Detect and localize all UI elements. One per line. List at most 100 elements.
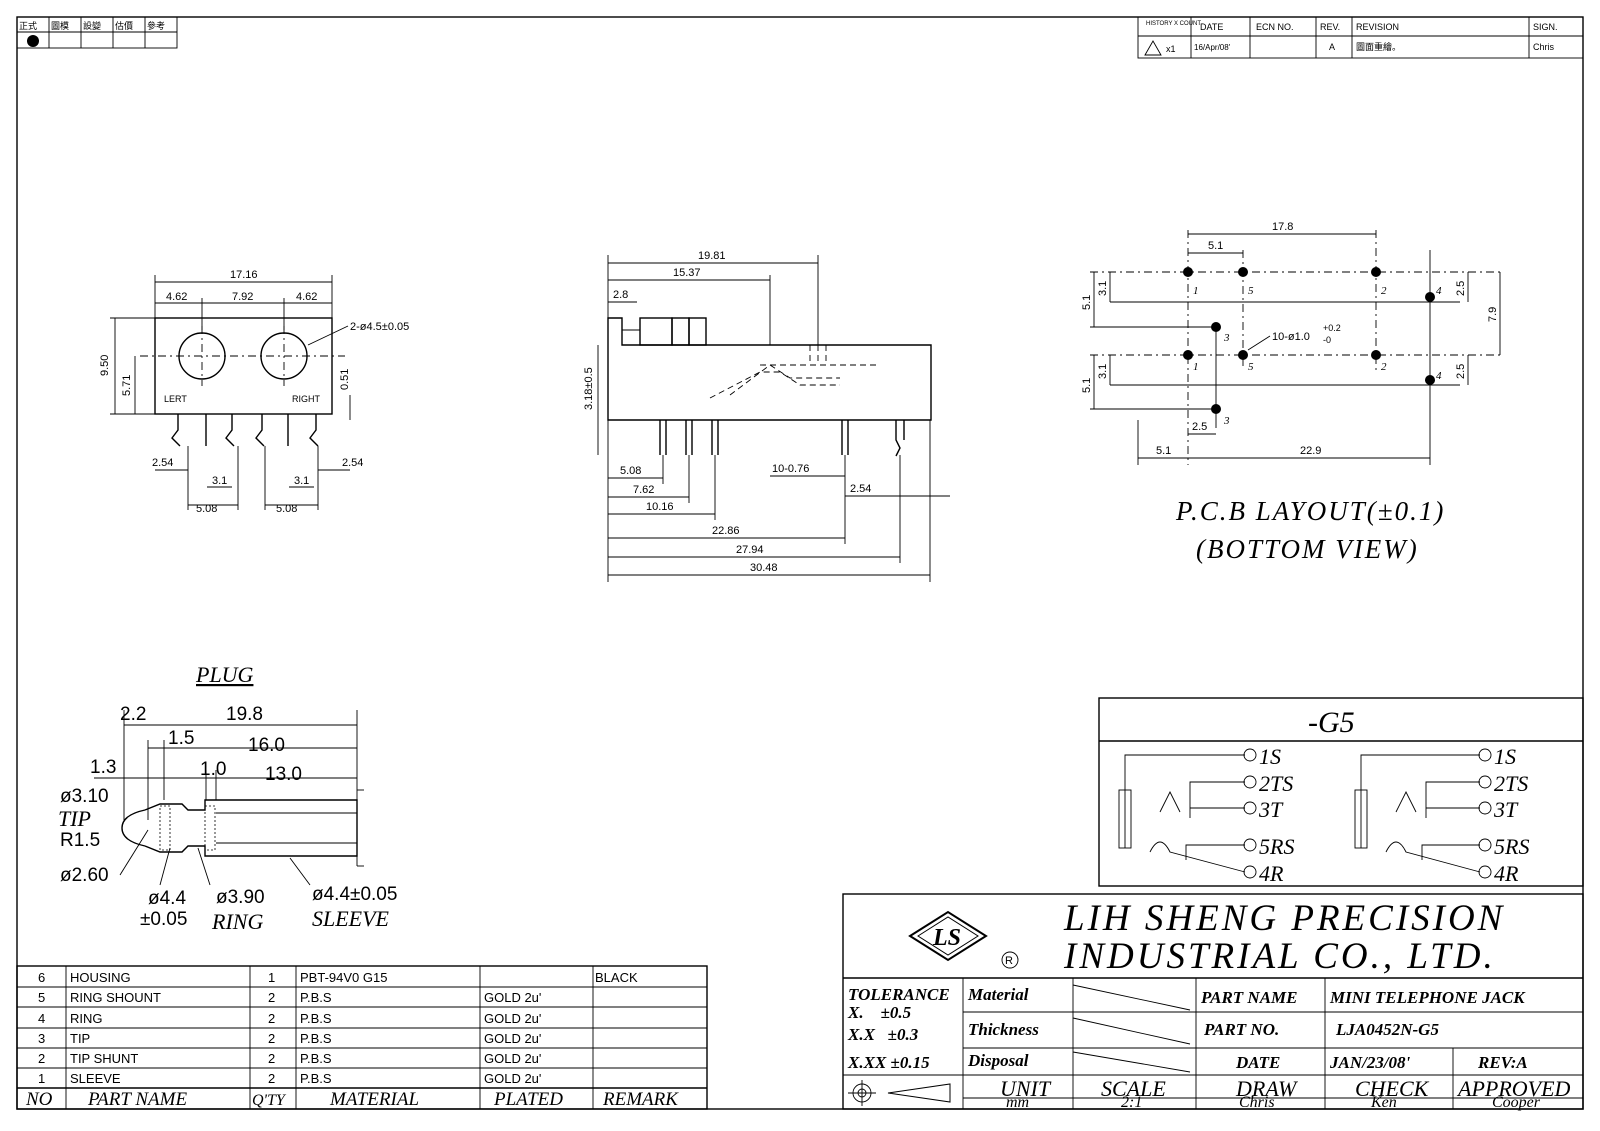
sheet-border [16,16,1584,1110]
dim-text: 30.48 [750,562,778,574]
pcb-hole [1425,375,1435,385]
schematic-pin: 4R [1259,861,1284,886]
label-left: LERT [164,394,187,404]
rev-header-date: DATE [1200,22,1223,32]
bom-cell: RING [70,1011,103,1026]
rev-header-rev: REV. [1320,22,1340,32]
pcb-hole [1211,322,1221,332]
pcb-layout-subtitle: (BOTTOM VIEW) [1196,534,1419,564]
schematic-pin: 5RS [1259,834,1294,859]
label-tip: TIP [58,806,91,831]
label-sleeve: SLEEVE [312,906,390,931]
bom-table: 6 HOUSING 1 PBT-94V0 G15 BLACK 5 RING SH… [16,965,708,1110]
part-name-value: MINI TELEPHONE JACK [1329,988,1526,1007]
bom-cell: PBT-94V0 G15 [300,970,387,985]
rev-sign: Chris [1533,42,1555,52]
thickness-label: Thickness [968,1020,1039,1039]
bom-cell: TIP [70,1031,90,1046]
dim-text: 2.5 [1455,281,1467,296]
schematic-left: 1S 2TS 3T 5RS 4R [1118,744,1294,886]
dim-text: 0.51 [339,369,351,390]
rev-count: x1 [1166,44,1176,54]
part-no-value: LJA0452N-G5 [1335,1020,1439,1039]
scale-value: 2:1 [1121,1094,1142,1111]
schematic-pin: 3T [1493,797,1519,822]
front-view: 17.16 4.62 7.92 4.62 2-ø4.5±0.05 LERT RI… [99,269,409,515]
dim-text: 5.1 [1208,240,1223,252]
bom-cell: RING SHOUNT [70,990,161,1005]
check-value: Ken [1370,1094,1397,1111]
pin-number: 5 [1248,361,1254,373]
schematic-g5: -G5 1S 2TS 3T 5RS 4R [1098,697,1584,887]
dim-text: 22.86 [712,525,740,537]
schematic-title: -G5 [1308,706,1355,739]
schematic-pin: 1S [1259,744,1281,769]
rev-description: 圖面重繪。 [1356,41,1401,52]
dim-text: 19.8 [226,704,263,725]
dim-text: ø3.90 [216,887,265,908]
label-ring: RING [211,909,263,934]
bom-cell: 1 [268,970,275,985]
housing-outline [154,317,333,415]
rev-header-history: HISTORY X COUNT [1146,21,1201,27]
bom-header: REMARK [602,1089,679,1110]
bom-cell: BLACK [595,970,638,985]
dim-text: 7.62 [633,484,654,496]
bom-header: PLATED [493,1089,563,1110]
pcb-hole [1371,350,1381,360]
status-label: 估價 [115,20,133,31]
pin-number: 2 [1381,361,1387,373]
pin-number: 2 [1381,285,1387,297]
bom-cell: 6 [38,970,45,985]
schematic-right: 1S 2TS 3T 5RS 4R [1354,744,1529,886]
status-label: 設變 [83,20,101,31]
top-left-status-box: 正式 圖模 設變 估價 參考 [16,16,178,49]
status-label: 正式 [19,20,37,31]
unit-value: mm [1006,1094,1029,1111]
dim-text: 4.62 [166,291,187,303]
date-value: JAN/23/08' [1329,1053,1411,1072]
pcb-hole [1425,292,1435,302]
company-name-line1: LIH SHENG PRECISION [1063,898,1505,939]
tol-dn: -0 [1323,335,1331,345]
pcb-hole [1238,267,1248,277]
revision-table: HISTORY X COUNT DATE ECN NO. REV. REVISI… [1137,16,1584,59]
bom-cell: 5 [38,990,45,1005]
dim-text: 3.1 [212,475,227,487]
dim-text: 16.0 [248,735,285,756]
bom-cell: 2 [268,1071,275,1086]
dim-text: 3.18±0.5 [583,367,595,410]
dim-text: 2.54 [850,483,871,495]
dim-text: 4.62 [296,291,317,303]
dim-text: 5.1 [1156,445,1171,457]
bom-header: PART NAME [87,1089,187,1110]
status-label: 圖模 [51,21,69,31]
check-label: CHECK [1355,1076,1430,1101]
dim-text: ø4.4 [148,888,186,909]
svg-text:R: R [1005,955,1013,967]
pcb-hole [1238,350,1248,360]
bom-cell: GOLD 2u' [484,990,541,1005]
dim-text: ø2.60 [60,865,109,886]
part-name-label: PART NAME [1200,988,1298,1007]
rev-date: 16/Apr/08' [1194,43,1231,52]
bom-cell: GOLD 2u' [484,1071,541,1086]
pcb-hole [1211,404,1221,414]
schematic-pin: 4R [1494,861,1519,886]
rev-header-sign: SIGN. [1533,22,1558,32]
rev-header-ecn: ECN NO. [1256,22,1294,32]
bom-cell: 2 [38,1051,45,1066]
dim-text: 17.8 [1272,221,1293,233]
dim-text: 1.3 [90,757,116,778]
dim-text: 3.1 [1097,364,1109,379]
bom-cell: SLEEVE [70,1071,121,1086]
schematic-pin: 5RS [1494,834,1529,859]
bom-cell: P.B.S [300,1011,332,1026]
dim-text: ø3.10 [60,786,109,807]
bom-cell: GOLD 2u' [484,1011,541,1026]
dim-text: 3.1 [294,475,309,487]
pin-number: 1 [1193,361,1199,373]
bom-cell: P.B.S [300,1071,332,1086]
bom-cell: 2 [268,990,275,1005]
